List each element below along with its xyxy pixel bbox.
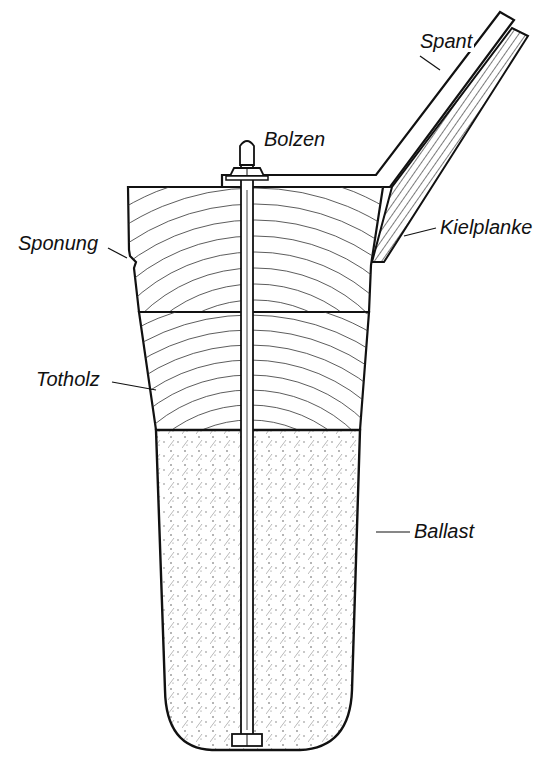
part-label: Sponung	[16, 232, 100, 254]
grain-ring	[0, 255, 535, 765]
grain-ring	[0, 225, 550, 765]
grain-ring	[0, 92, 550, 765]
keel-bolt	[226, 141, 268, 746]
frame	[222, 12, 514, 187]
part-label: Kielplanke	[438, 216, 534, 238]
part-label: Ballast	[412, 520, 476, 542]
ballast-keel	[156, 430, 360, 750]
grain-ring	[0, 270, 520, 765]
grain-ring	[0, 240, 550, 765]
part-label: Bolzen	[262, 128, 327, 150]
keel-timber	[128, 187, 383, 312]
wood-grain	[0, 225, 550, 765]
leader-line	[108, 56, 440, 532]
grain-ring	[0, 108, 550, 752]
wood-grain	[0, 92, 550, 765]
part-label: Spant	[418, 30, 474, 52]
part-label: Totholz	[34, 368, 102, 390]
